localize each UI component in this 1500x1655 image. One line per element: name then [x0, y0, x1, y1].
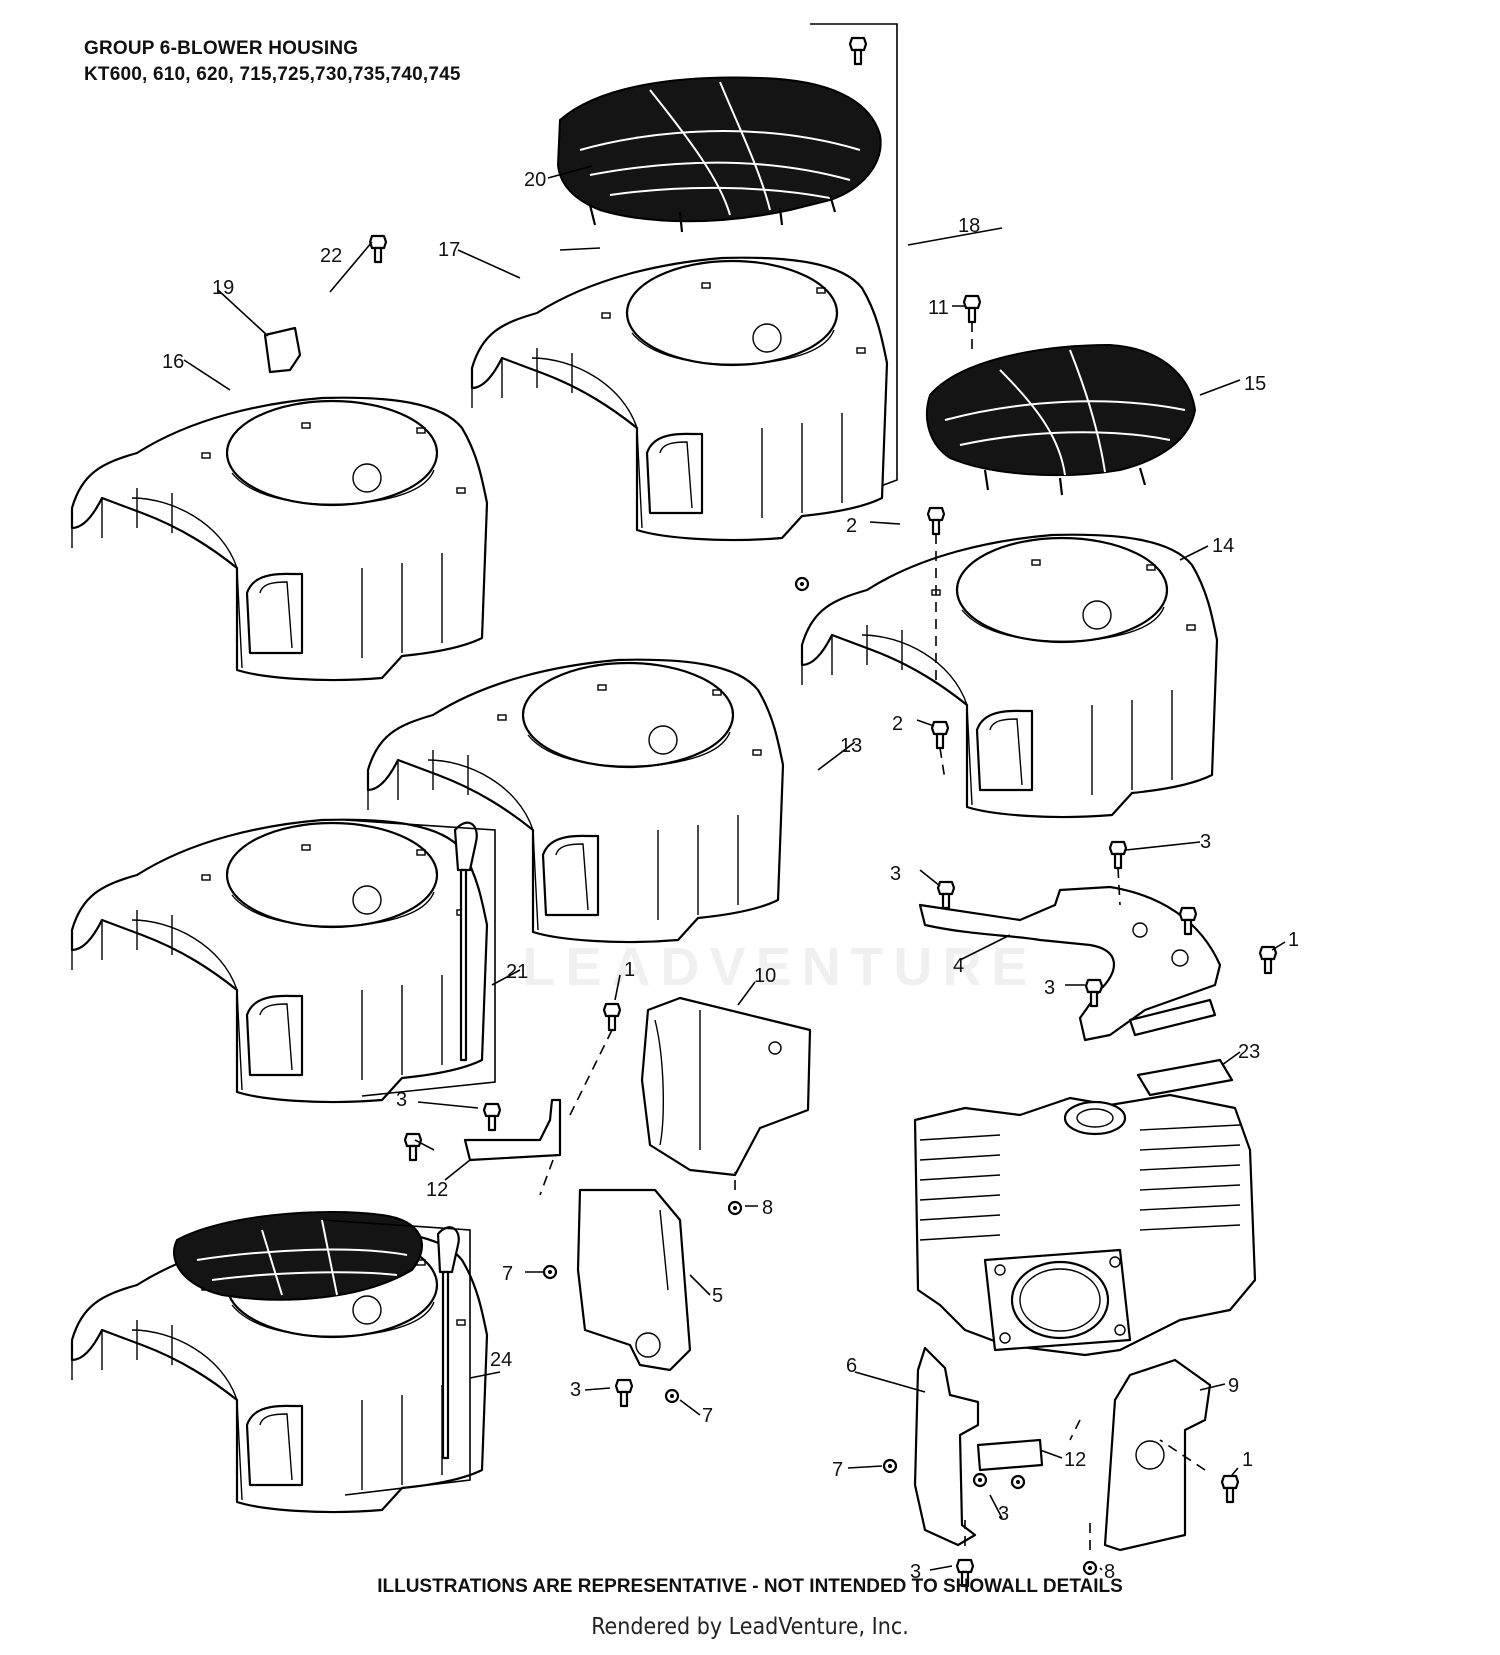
callout-16: 16	[162, 351, 184, 373]
nut-7-c	[882, 1458, 898, 1474]
bolt-3-a	[936, 880, 956, 910]
callout-11: 11	[928, 297, 949, 319]
callout-7-b: 7	[702, 1405, 713, 1427]
callout-labels: 20 18 22 17 19 16 11 15 2 14 2 13 3 3 1 …	[162, 169, 1299, 1583]
callout-1-b: 1	[624, 959, 635, 981]
part-19-clip	[263, 326, 302, 374]
bolt-1-low	[1220, 1474, 1240, 1504]
callout-1-c: 1	[1242, 1449, 1253, 1471]
callout-3-g: 3	[910, 1561, 921, 1583]
part-23-gasket	[1136, 1058, 1234, 1097]
callout-15: 15	[1244, 373, 1266, 395]
part-6-baffle	[913, 1346, 980, 1547]
callout-23: 23	[1238, 1041, 1260, 1063]
part-21-dipstick	[453, 821, 478, 1062]
callout-9: 9	[1228, 1375, 1239, 1397]
part-12-bracket	[463, 1098, 562, 1162]
part-14-blower-housing	[800, 533, 1219, 819]
bolt-11	[962, 294, 982, 324]
bolt-1-right	[1258, 945, 1278, 975]
nut-3-h	[972, 1472, 988, 1488]
part-9-baffle	[1103, 1358, 1212, 1552]
bolt-3-b	[1108, 840, 1128, 870]
part-22-fastener	[368, 234, 388, 264]
bolt-top	[848, 36, 868, 66]
callout-6: 6	[846, 1355, 857, 1377]
nut-3-i	[1010, 1474, 1026, 1490]
bolt-3-e	[482, 1102, 502, 1132]
callout-12-b: 12	[1064, 1449, 1086, 1471]
callout-2-mid: 2	[892, 713, 903, 735]
bolt-2-mid	[930, 720, 950, 750]
bolt-1-left	[602, 1002, 622, 1032]
callout-3-a: 3	[890, 863, 901, 885]
part-16-blower-housing	[70, 396, 489, 682]
group-title: GROUP 6-BLOWER HOUSING	[84, 38, 359, 59]
callout-3-f: 3	[998, 1503, 1009, 1525]
callout-4: 4	[953, 955, 964, 977]
part-24-blower-housing	[70, 1211, 489, 1514]
callout-21: 21	[506, 961, 528, 983]
callout-13: 13	[840, 735, 862, 757]
bolt-8-a	[727, 1200, 743, 1216]
nut-8-b	[1082, 1560, 1098, 1576]
bolt-3-g	[614, 1378, 634, 1408]
callout-7-a: 7	[502, 1263, 513, 1285]
bracket-21	[344, 819, 496, 1097]
callout-14: 14	[1212, 535, 1234, 557]
nut-7-b	[664, 1388, 680, 1404]
disclaimer: ILLUSTRATIONS ARE REPRESENTATIVE - NOT I…	[377, 1576, 1123, 1597]
callout-3-d: 3	[396, 1089, 407, 1111]
part-10-baffle	[640, 996, 812, 1177]
callout-24: 24	[490, 1349, 512, 1371]
bracket-24	[322, 1219, 471, 1496]
part-20-blower-screen	[556, 76, 882, 233]
callout-5: 5	[712, 1285, 723, 1307]
nut-7-a	[542, 1264, 558, 1280]
part-24-dipstick	[436, 1226, 460, 1460]
part-17-blower-housing	[470, 256, 889, 542]
callout-1-a: 1	[1288, 929, 1299, 951]
engine-crankcase	[913, 1093, 1257, 1357]
part-5-baffle	[576, 1188, 692, 1372]
callout-3-b: 3	[1200, 831, 1211, 853]
part-15-blower-screen	[925, 343, 1197, 496]
nut-2-left	[794, 576, 810, 592]
callout-3-c: 3	[1044, 977, 1055, 999]
model-list: KT600, 610, 620, 715,725,730,735,740,745	[84, 64, 461, 85]
bolt-2-top	[926, 506, 946, 536]
callout-7-c: 7	[832, 1459, 843, 1481]
callout-18: 18	[958, 215, 980, 237]
callout-12-a: 12	[426, 1179, 448, 1201]
callout-17: 17	[438, 239, 460, 261]
part-21-blower-housing	[70, 818, 489, 1104]
footer-credit: Rendered by LeadVenture, Inc.	[591, 1614, 909, 1640]
bolt-3-f	[403, 1132, 423, 1162]
callout-19: 19	[212, 277, 234, 299]
callout-8-b: 8	[1104, 1561, 1115, 1583]
callout-22: 22	[320, 245, 342, 267]
watermark: LEADVENTURE	[522, 937, 1037, 997]
callout-20: 20	[524, 169, 546, 191]
callout-8-a: 8	[762, 1197, 773, 1219]
callout-3-e: 3	[570, 1379, 581, 1401]
callout-10: 10	[754, 965, 776, 987]
callout-2-top: 2	[846, 515, 857, 537]
